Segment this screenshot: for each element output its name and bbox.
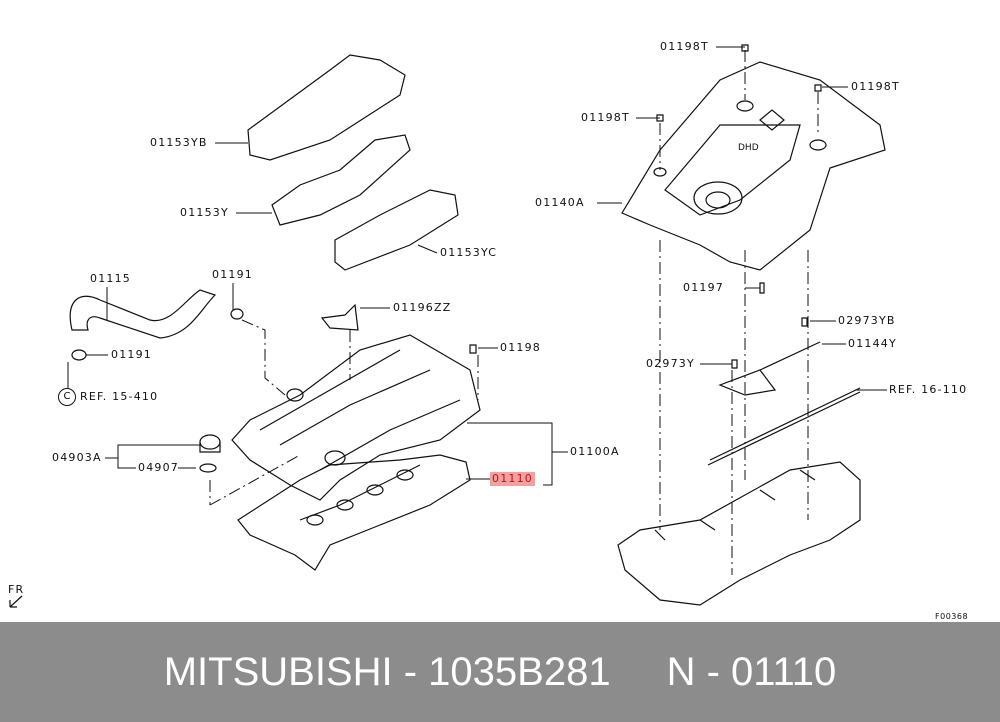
label-01191: 01191 xyxy=(111,348,152,361)
label-02973yb: 02973YB xyxy=(838,314,896,327)
label-01115: 01115 xyxy=(90,272,131,285)
gasket-drawing xyxy=(237,454,471,571)
label-01110-highlighted[interactable]: 01110 xyxy=(490,472,535,486)
label-01198t: 01198T xyxy=(851,80,900,93)
reference-text: N - 01110 xyxy=(666,649,837,694)
label-04903a: 04903A xyxy=(52,451,102,464)
label-01140a: 01140A xyxy=(535,196,585,209)
label-04907: 04907 xyxy=(138,461,179,474)
label-ref-16-110[interactable]: REF. 16-110 xyxy=(889,383,968,396)
label-01153yb: 01153YB xyxy=(150,136,208,149)
footer-bar: MITSUBISHI - 1035B281 N - 01110 xyxy=(0,622,1000,722)
label-01153yc: 01153YC xyxy=(440,246,498,259)
leader-lines xyxy=(67,46,887,575)
label-01153y: 01153Y xyxy=(180,206,229,219)
label-01197: 01197 xyxy=(683,281,724,294)
label-01198t: 01198T xyxy=(581,111,630,124)
figure-id: F00368 xyxy=(935,612,969,621)
cylinder-head-drawing xyxy=(617,341,861,606)
diagram-artwork: DHD xyxy=(9,44,887,608)
engine-cover-drawing: DHD xyxy=(621,61,886,271)
label-ref-15-410[interactable]: REF. 15-410 xyxy=(80,390,159,403)
rocker-cover-drawing xyxy=(199,334,481,501)
hose-drawing xyxy=(69,44,822,369)
ref-circle: C xyxy=(58,388,76,406)
part-number-text: MITSUBISHI - 1035B281 xyxy=(163,649,611,694)
label-01144y: 01144Y xyxy=(848,337,897,350)
label-01198: 01198 xyxy=(500,341,541,354)
front-marker-label: FR xyxy=(8,583,25,596)
svg-text:DHD: DHD xyxy=(738,143,759,153)
label-01100a: 01100A xyxy=(570,445,620,458)
front-arrow-icon xyxy=(9,595,23,608)
label-01196zz: 01196ZZ xyxy=(393,301,452,314)
insulator-drawings xyxy=(247,54,459,271)
label-01198t: 01198T xyxy=(660,40,709,53)
label-01191: 01191 xyxy=(212,268,253,281)
label-02973y: 02973Y xyxy=(646,357,695,370)
